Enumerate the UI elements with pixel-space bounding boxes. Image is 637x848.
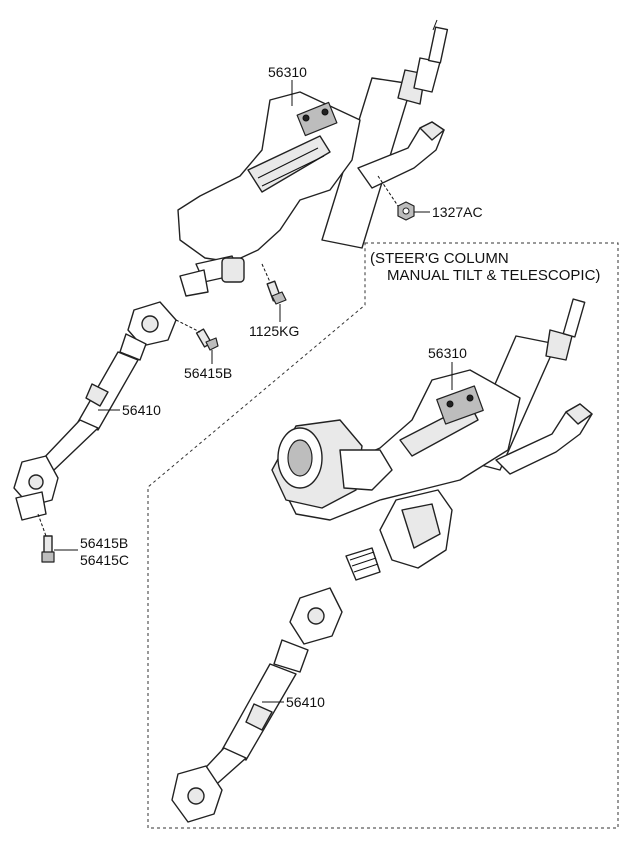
section-note-line1: (STEER'G COLUMN [370, 250, 509, 267]
callout-1125kg: 1125KG [249, 323, 299, 339]
callout-56310-upper: 56310 [268, 64, 307, 80]
bolt-1125kg [261, 263, 287, 305]
bolt-56415b-upper [175, 319, 219, 351]
nut-1327ac [377, 175, 415, 221]
callout-56415b-upper: 56415B [184, 365, 232, 381]
callout-56410-lower: 56410 [286, 694, 325, 710]
callout-56410-upper: 56410 [122, 402, 161, 418]
steering-column-upper [177, 19, 449, 297]
steering-column-lower [271, 298, 593, 581]
intermediate-shaft-upper [13, 301, 177, 521]
intermediate-shaft-lower [171, 587, 343, 823]
variant-boundary [147, 242, 619, 829]
bolt-56415b-c-lower [37, 513, 55, 563]
callout-56415c-lower: 56415C [80, 552, 129, 568]
callout-56415b-lower: 56415B [80, 535, 128, 551]
callout-1327ac: 1327AC [432, 204, 483, 220]
callout-56310-lower: 56310 [428, 345, 467, 361]
section-note-line2: MANUAL TILT & TELESCOPIC) [387, 267, 600, 284]
